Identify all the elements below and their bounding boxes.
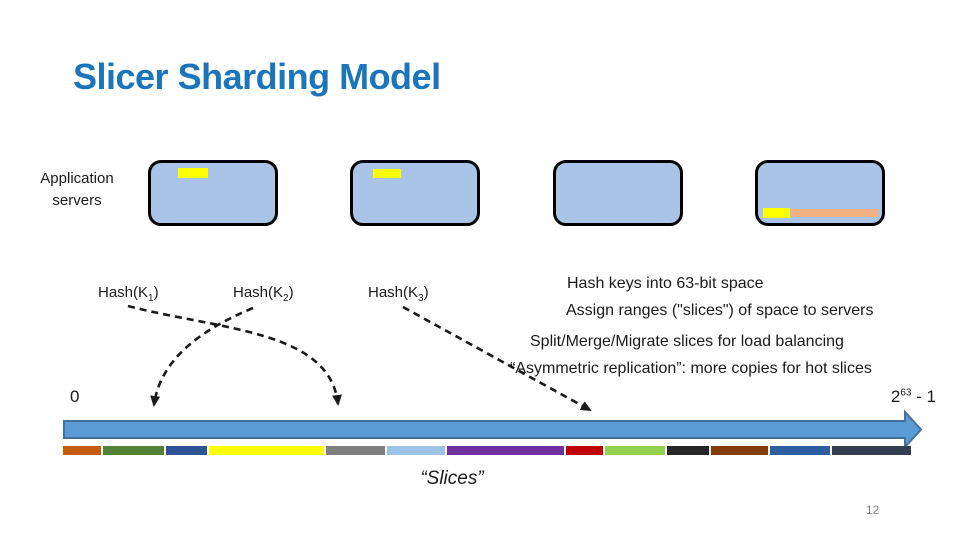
keyspace-arrow bbox=[63, 409, 923, 450]
bullet-asymmetric-replication: “Asymmetric replication”: more copies fo… bbox=[510, 360, 872, 377]
bullet-assign-ranges: Assign ranges ("slices") of space to ser… bbox=[566, 302, 874, 319]
slice-segment bbox=[447, 446, 564, 455]
axis-start-label: 0 bbox=[70, 387, 80, 406]
slice-segment bbox=[832, 446, 911, 455]
slice-segment bbox=[770, 446, 830, 455]
server-box bbox=[755, 160, 885, 226]
application-servers-label: Application servers bbox=[18, 168, 136, 212]
slice-segment bbox=[326, 446, 385, 455]
load-mark bbox=[791, 209, 878, 217]
hash1-dashed-arrow bbox=[127, 304, 342, 406]
server-box bbox=[148, 160, 278, 226]
bullet-split-merge: Split/Merge/Migrate slices for load bala… bbox=[530, 333, 844, 350]
slice-segment bbox=[566, 446, 603, 455]
slide-title: Slicer Sharding Model bbox=[73, 56, 441, 97]
slice-segment bbox=[166, 446, 207, 455]
slice-segment bbox=[605, 446, 665, 455]
application-servers-label-line1: Application bbox=[40, 170, 114, 187]
bullet-hash-keys: Hash keys into 63-bit space bbox=[567, 275, 764, 292]
hash2-dashed-arrow bbox=[150, 306, 254, 407]
axis-end-tail: - 1 bbox=[911, 387, 936, 406]
hash3-dashed-arrow bbox=[402, 305, 592, 412]
load-mark bbox=[373, 169, 401, 178]
application-servers-label-line2: servers bbox=[52, 192, 102, 209]
page-number: 12 bbox=[866, 503, 880, 517]
slice-segment bbox=[387, 446, 445, 455]
slices-bar bbox=[63, 446, 911, 455]
hash-key-label: Hash(K2) bbox=[233, 284, 294, 304]
slice-segment bbox=[209, 446, 324, 455]
slice-segment bbox=[667, 446, 709, 455]
slice-segment bbox=[103, 446, 164, 455]
server-box bbox=[553, 160, 683, 226]
axis-end-superscript: 63 bbox=[900, 387, 912, 399]
load-mark bbox=[178, 168, 208, 178]
server-box bbox=[350, 160, 480, 226]
hash-key-label: Hash(K1) bbox=[98, 284, 159, 304]
load-mark bbox=[763, 208, 790, 218]
axis-end-label: 263 - 1 bbox=[860, 387, 936, 407]
slices-caption: “Slices” bbox=[420, 468, 484, 489]
slice-segment bbox=[711, 446, 768, 455]
slice-segment bbox=[63, 446, 101, 455]
hash-key-label: Hash(K3) bbox=[368, 284, 429, 304]
axis-end-base: 2 bbox=[890, 387, 901, 406]
